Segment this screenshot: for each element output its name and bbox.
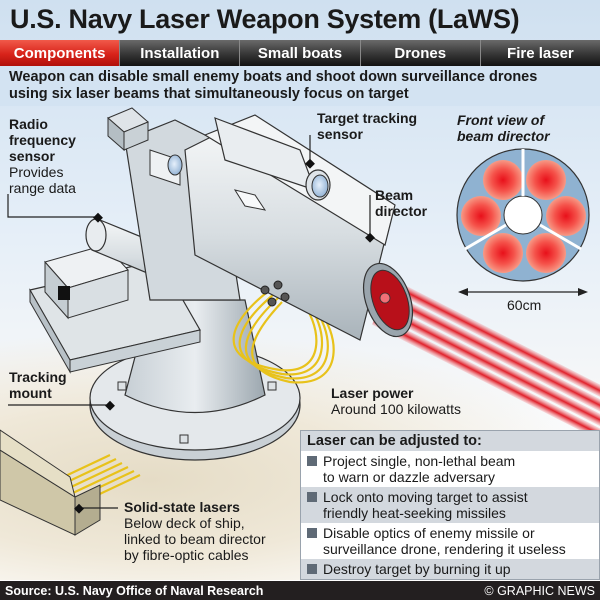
- tab-drones[interactable]: Drones: [359, 40, 480, 66]
- label-laser-power: Laser power Around 100 kilowatts: [331, 385, 461, 417]
- panel-heading: Laser can be adjusted to:: [301, 431, 599, 451]
- equipment-box-panel: [58, 286, 70, 300]
- label-front-view: Front view of beam director: [457, 112, 550, 144]
- bullet-square-icon: [307, 456, 317, 466]
- beam-aperture: [526, 233, 566, 273]
- list-item: Lock onto moving target to assist friend…: [301, 487, 599, 523]
- fibre-optic-cables: [232, 289, 335, 384]
- laser-modes-panel: Laser can be adjusted to: Project single…: [300, 430, 600, 580]
- tab-small-boats[interactable]: Small boats: [239, 40, 360, 66]
- bullet-square-icon: [307, 492, 317, 502]
- intro-line-2: using six laser beams that simultaneousl…: [9, 86, 409, 102]
- laser-beam: [389, 279, 600, 417]
- tab-installation[interactable]: Installation: [119, 40, 240, 66]
- leader-markers: [74, 158, 375, 514]
- list-item: Disable optics of enemy missile or surve…: [301, 523, 599, 559]
- equipment-platform: [29, 244, 201, 374]
- laser-beams: [371, 279, 600, 452]
- tab-fire-laser[interactable]: Fire laser: [479, 40, 600, 66]
- label-beam-director: Beam director: [375, 187, 428, 219]
- laser-beam: [371, 314, 600, 452]
- ship-deck-slab: [0, 429, 101, 536]
- page-title: U.S. Navy Laser Weapon System (LaWS): [10, 4, 520, 34]
- intro-line-1: Weapon can disable small enemy boats and…: [9, 69, 538, 85]
- bullet-square-icon: [307, 528, 317, 538]
- laser-beam: [383, 291, 600, 429]
- beam-director: [184, 114, 414, 341]
- label-solid-state-lasers: Solid-state lasers Below deck of ship, l…: [124, 499, 266, 563]
- laser-beam: [377, 303, 600, 440]
- leader-radio-sensor: [7, 194, 98, 218]
- bullet-square-icon: [307, 564, 317, 574]
- cable-connectors: [260, 280, 290, 307]
- beam-aperture: [546, 196, 586, 236]
- footer: Source: U.S. Navy Office of Naval Resear…: [0, 581, 600, 600]
- list-item: Destroy target by burning it up: [301, 559, 599, 579]
- list-item: Project single, non-lethal beam to warn …: [301, 451, 599, 487]
- tab-bar: Components Installation Small boats Dron…: [0, 40, 600, 66]
- dimension-arrow-right: [578, 288, 588, 296]
- beam-aperture: [483, 160, 523, 200]
- copyright-credit: © GRAPHIC NEWS: [484, 583, 595, 598]
- intro-text: Weapon can disable small enemy boats and…: [0, 66, 600, 106]
- label-radio-frequency-sensor: Radio frequency sensor Provides range da…: [9, 116, 76, 196]
- label-target-tracking-sensor: Target tracking sensor: [317, 110, 418, 142]
- source-credit: Source: U.S. Navy Office of Naval Resear…: [5, 583, 264, 598]
- dimension-label: 60cm: [507, 297, 542, 313]
- front-view-diagram: [456, 148, 590, 296]
- beam-aperture: [483, 233, 523, 273]
- beam-aperture: [526, 160, 566, 200]
- tab-components[interactable]: Components: [0, 40, 120, 66]
- label-tracking-mount: Tracking mount: [9, 369, 67, 401]
- leader-lines: [7, 135, 371, 509]
- dimension-arrow-left: [458, 288, 468, 296]
- beam-aperture: [461, 196, 501, 236]
